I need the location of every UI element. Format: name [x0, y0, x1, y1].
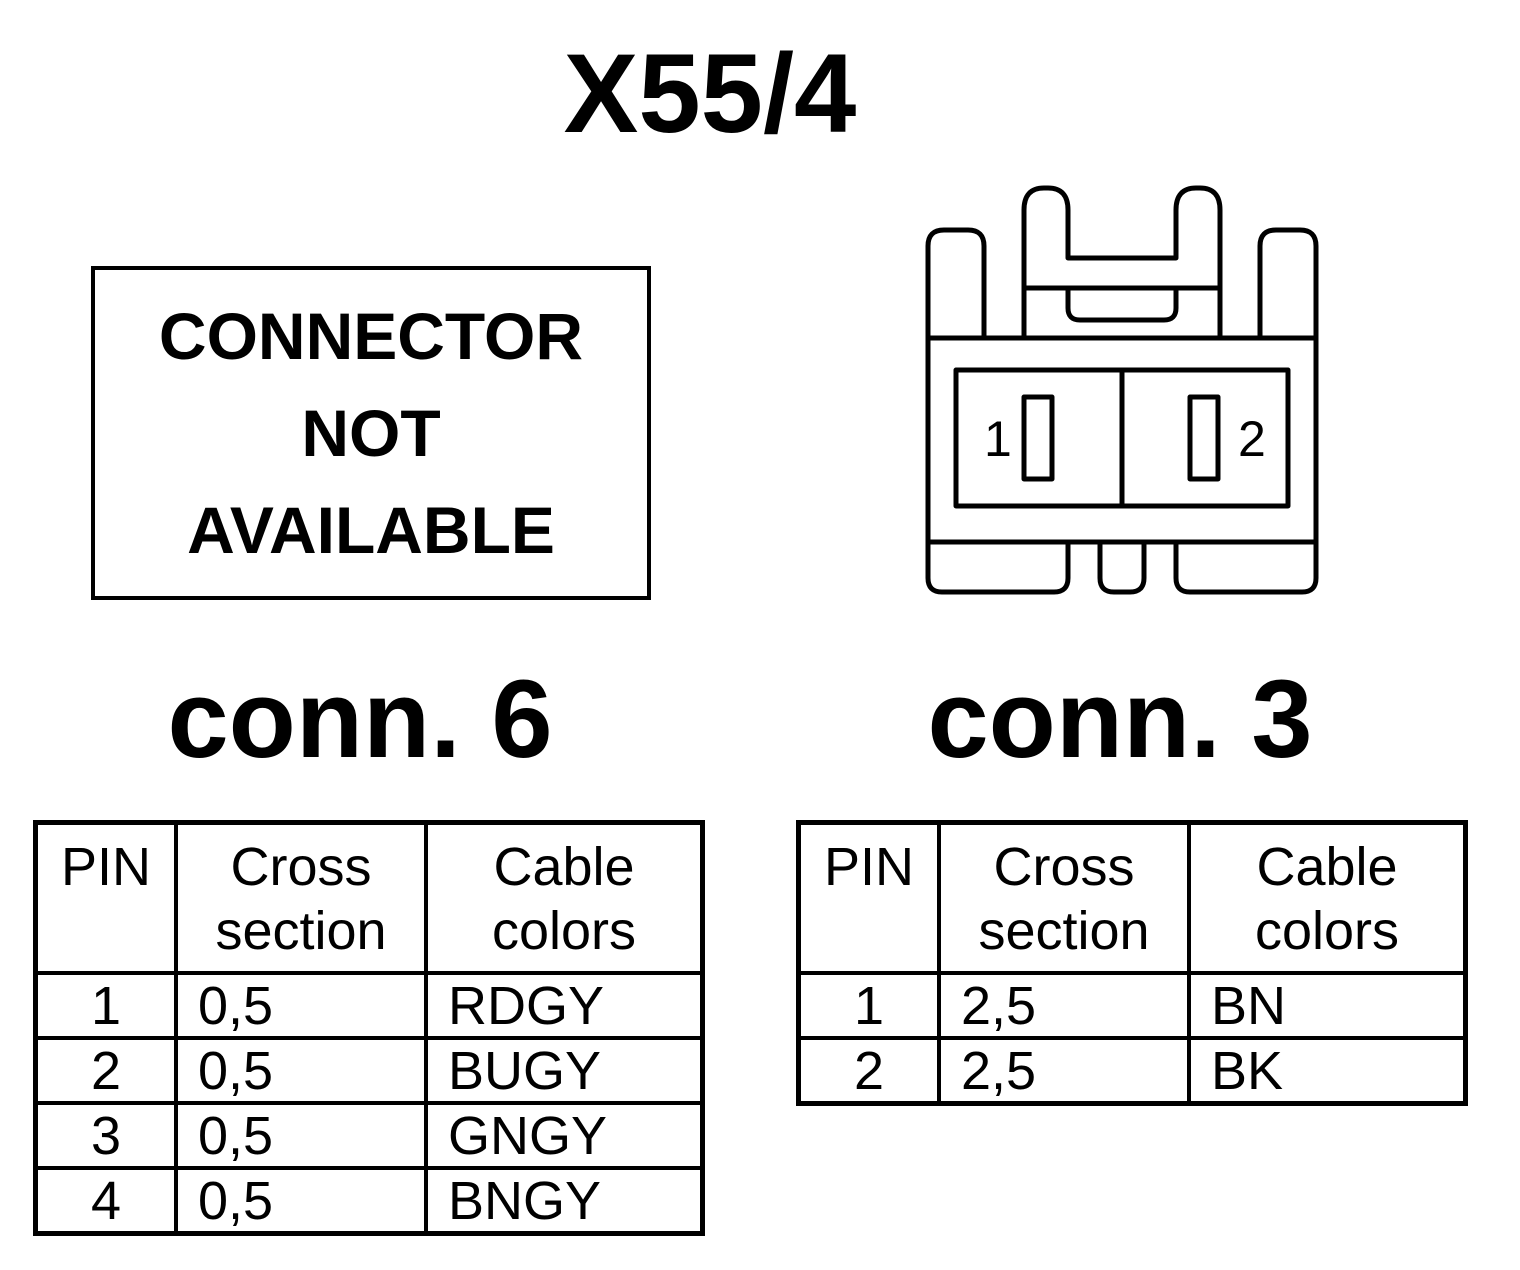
header-cable-colors: Cable colors [424, 820, 705, 975]
pin-2-slot [1187, 394, 1221, 482]
pin-cell: 1 [33, 971, 178, 1040]
na-line: NOT [301, 395, 441, 470]
cross-section-cell: 2,5 [937, 1036, 1191, 1106]
pin-cell: 1 [796, 971, 941, 1040]
table-row: 2 2,5 BK [796, 1036, 1468, 1106]
cable-color-cell: RDGY [424, 971, 705, 1040]
table-row: 1 0,5 RDGY [33, 971, 705, 1040]
pin-cell: 3 [33, 1101, 178, 1170]
cable-color-cell: BNGY [424, 1166, 705, 1236]
cable-color-cell: BK [1187, 1036, 1468, 1106]
pin-2-label: 2 [1238, 411, 1266, 467]
cross-section-cell: 0,5 [174, 1036, 428, 1105]
pin-cell: 4 [33, 1166, 178, 1236]
pin-cell: 2 [796, 1036, 941, 1106]
right-post [1257, 227, 1319, 338]
latch-outline [1021, 185, 1223, 338]
table-row: 3 0,5 GNGY [33, 1101, 705, 1170]
foot-right [1173, 542, 1319, 595]
connector-not-available-box: CONNECTOR NOT AVAILABLE [91, 266, 651, 600]
cable-color-cell: BUGY [424, 1036, 705, 1105]
conn-3-pin-table: PIN Cross section Cable colors 1 2,5 BN … [796, 820, 1468, 1106]
cross-section-cell: 0,5 [174, 1101, 428, 1170]
pin-cell: 2 [33, 1036, 178, 1105]
na-line: AVAILABLE [187, 492, 555, 567]
na-line: CONNECTOR [158, 298, 584, 373]
cross-section-cell: 0,5 [174, 971, 428, 1040]
header-cable-colors: Cable colors [1187, 820, 1468, 975]
table-header-row: PIN Cross section Cable colors [796, 820, 1468, 975]
table-header-row: PIN Cross section Cable colors [33, 820, 705, 975]
conn-6-label: conn. 6 [167, 658, 553, 781]
conn-6-pin-table: PIN Cross section Cable colors 1 0,5 RDG… [33, 820, 705, 1236]
pin-1-label: 1 [984, 411, 1012, 467]
header-pin: PIN [796, 820, 941, 975]
header-pin: PIN [33, 820, 178, 975]
cable-color-cell: GNGY [424, 1101, 705, 1170]
conn-3-label: conn. 3 [927, 658, 1313, 781]
header-cross-section: Cross section [937, 820, 1191, 975]
connector-face-drawing: 1 2 [925, 185, 1319, 595]
left-post [925, 227, 987, 338]
pin-1-slot [1021, 394, 1055, 482]
header-cross-section: Cross section [174, 820, 428, 975]
table-row: 1 2,5 BN [796, 971, 1468, 1040]
table-row: 2 0,5 BUGY [33, 1036, 705, 1105]
latch-inner [1065, 288, 1179, 323]
cable-color-cell: BN [1187, 971, 1468, 1040]
cross-section-cell: 0,5 [174, 1166, 428, 1236]
table-row: 4 0,5 BNGY [33, 1166, 705, 1236]
connector-id-title: X55/4 [563, 31, 857, 156]
foot-center [1097, 542, 1147, 595]
foot-left [925, 542, 1071, 595]
cross-section-cell: 2,5 [937, 971, 1191, 1040]
